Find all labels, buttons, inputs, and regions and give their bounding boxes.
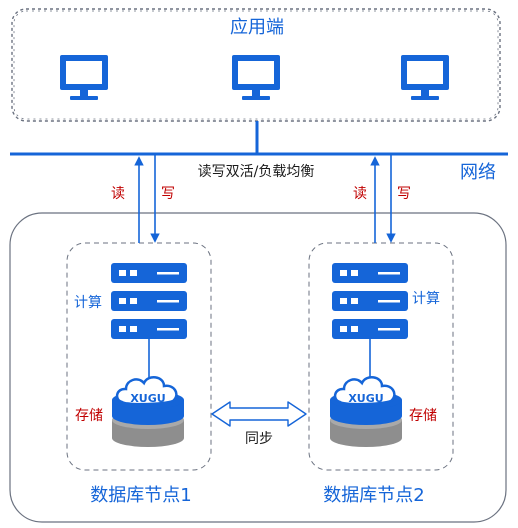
sync-label: 同步 [245,431,273,447]
node1-database-icon [110,376,186,449]
client-monitor-icon [232,55,280,100]
node2-write-label: 写 [397,186,411,202]
network-label: 网络 [460,162,496,183]
node2-compute-label: 计算 [412,291,440,307]
node1-db-brand: XUGU [130,392,165,405]
node2-box [308,242,454,471]
node1-read-label: 读 [111,185,125,202]
load-balance-label: 读写双活/负载均衡 [198,163,315,180]
client-monitor-icon [401,55,449,100]
node2-read-label: 读 [353,185,367,202]
node2-database-icon [328,376,404,449]
node1-server-icon [111,263,187,339]
client-monitor-icon [60,55,108,100]
database-cluster-box [9,212,507,523]
node1-write-label: 写 [161,186,175,202]
app-layer-title: 应用端 [230,17,284,38]
node2-server-icon [332,263,408,339]
sync-double-arrow [211,401,307,427]
node1-title: 数据库节点1 [90,485,191,506]
node1-storage-label: 存储 [75,408,103,424]
node2-db-brand: XUGU [348,392,383,405]
node1-compute-label: 计算 [74,295,102,311]
node2-title: 数据库节点2 [323,485,424,506]
node2-storage-label: 存储 [409,408,437,424]
